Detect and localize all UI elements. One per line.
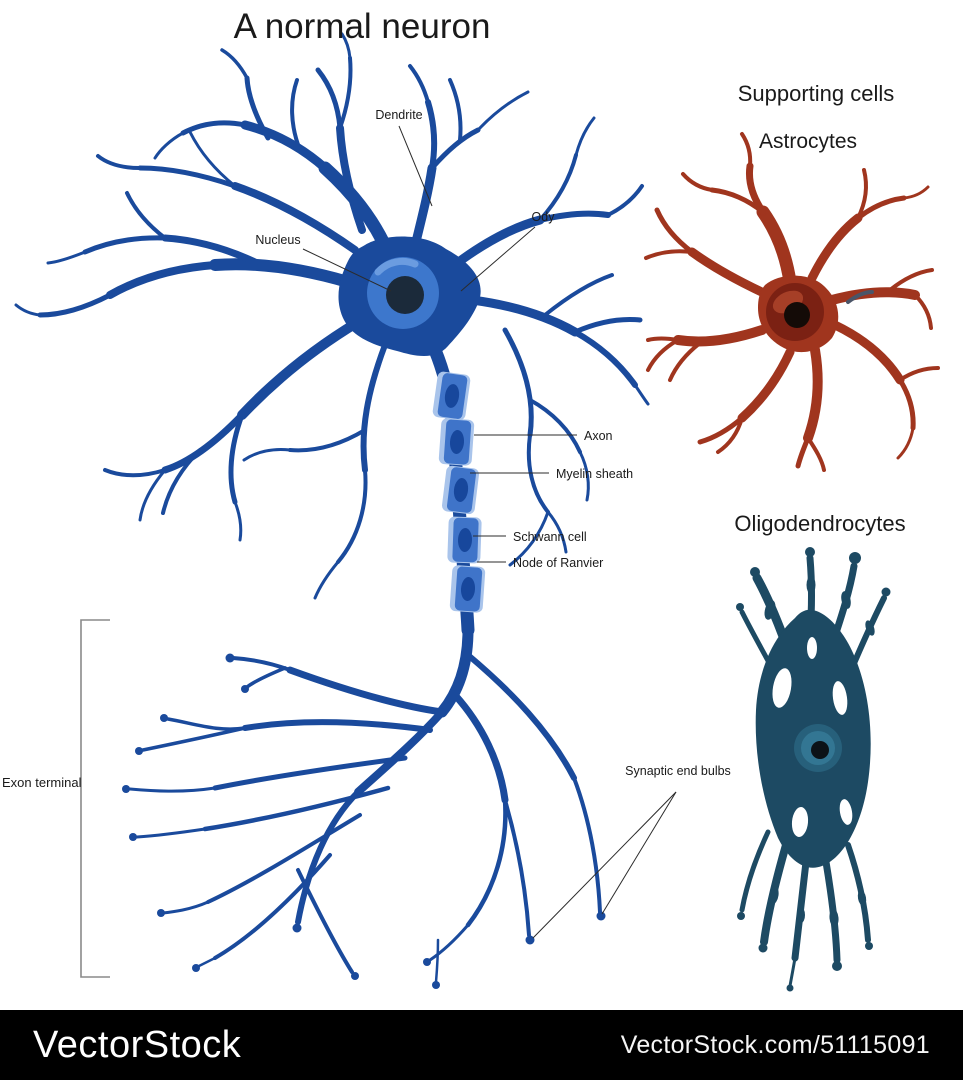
pointer-lines xyxy=(302,125,677,939)
dendrite-pointer xyxy=(398,125,433,207)
cell-nucleus xyxy=(367,257,439,329)
oligodendrocyte-holes xyxy=(772,637,853,837)
oligodendrocytes-heading: Oligodendrocytes xyxy=(734,511,905,536)
astrocyte-detail xyxy=(846,290,874,304)
oligodendrocyte-beads xyxy=(736,547,891,992)
oligodendrocyte-cell xyxy=(736,547,891,992)
vectorstock-logo: VectorStock xyxy=(33,1023,242,1066)
label-body: Ody xyxy=(532,210,556,224)
watermark-bar: VectorStock VectorStock.com/51115091 xyxy=(0,1010,963,1080)
label-schwann-cell: Schwann cell xyxy=(513,530,587,544)
vectorstock-url: VectorStock.com/51115091 xyxy=(620,1030,930,1059)
label-axon: Axon xyxy=(584,429,613,443)
label-axon-terminal: Exon terminal xyxy=(2,775,82,790)
oligodendrocyte-nucleus xyxy=(794,724,842,772)
astrocyte-cell xyxy=(644,132,940,472)
page-title: A normal neuron xyxy=(234,7,491,46)
main-neuron xyxy=(14,32,650,989)
body-pointer xyxy=(460,226,536,292)
label-dendrite: Dendrite xyxy=(375,108,422,122)
synaptic-pointer-2 xyxy=(601,791,677,915)
axon-terminal-bracket xyxy=(80,619,110,978)
axon-terminals xyxy=(128,624,602,984)
label-nucleus: Nucleus xyxy=(255,233,300,247)
nucleus-pointer xyxy=(302,248,392,292)
label-myelin-sheath: Myelin sheath xyxy=(556,467,633,481)
myelin-sheath xyxy=(432,371,486,613)
label-synaptic-end-bulbs: Synaptic end bulbs xyxy=(625,764,731,778)
synaptic-pointer-1 xyxy=(532,791,677,939)
label-node-of-ranvier: Node of Ranvier xyxy=(513,556,603,570)
synaptic-end-bulbs xyxy=(122,653,606,989)
astrocytes-heading: Astrocytes xyxy=(759,130,857,153)
astrocyte-nucleus xyxy=(766,283,824,341)
neuron-diagram: A normal neuron Dendrite Nucleus Ody Axo… xyxy=(2,7,940,992)
supporting-cells-heading: Supporting cells xyxy=(738,81,895,106)
dendrites xyxy=(14,32,650,600)
